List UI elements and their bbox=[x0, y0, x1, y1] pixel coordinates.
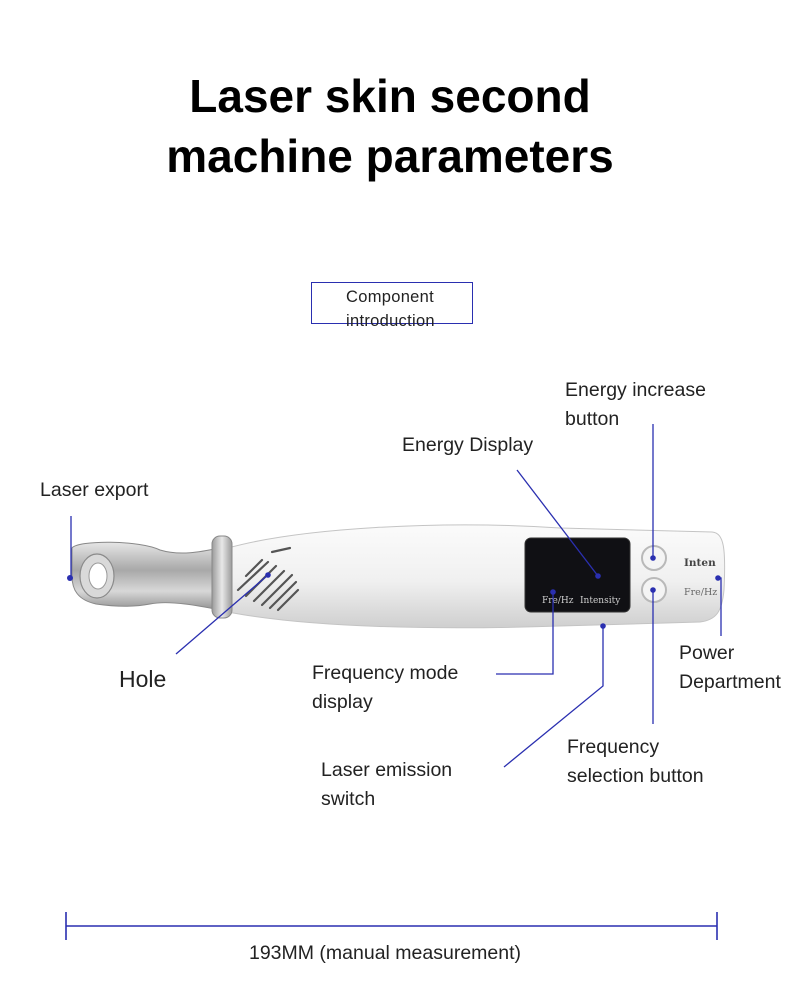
frequency-mode-line-2: display bbox=[312, 688, 458, 717]
laser-emission-line-2: switch bbox=[321, 785, 452, 814]
frequency-mode-label: Frequency mode display bbox=[312, 659, 458, 717]
frequency-selection-line-2: selection button bbox=[567, 762, 704, 791]
frequency-selection-line-1: Frequency bbox=[567, 733, 704, 762]
measurement-bar bbox=[66, 912, 717, 940]
metal-ring bbox=[212, 536, 232, 618]
measurement-label: 193MM (manual measurement) bbox=[0, 942, 770, 965]
laser-export-label: Laser export bbox=[40, 476, 148, 505]
power-line-1: Power bbox=[679, 639, 781, 668]
energy-increase-label: Energy increase button bbox=[565, 376, 706, 434]
display-intensity-label: Intensity bbox=[580, 596, 621, 606]
laser-emission-line-1: Laser emission bbox=[321, 756, 452, 785]
energy-increase-line-1: Energy increase bbox=[565, 376, 706, 405]
frequency-selection-label: Frequency selection button bbox=[567, 733, 704, 791]
energy-display-label: Energy Display bbox=[402, 431, 533, 460]
display-fre-label: Fre/Hz bbox=[542, 596, 574, 606]
nozzle-hole bbox=[89, 563, 107, 589]
power-line-2: Department bbox=[679, 668, 781, 697]
frequency-mode-line-1: Frequency mode bbox=[312, 659, 458, 688]
power-department-label: Power Department bbox=[679, 639, 781, 697]
energy-increase-line-2: button bbox=[565, 405, 706, 434]
laser-emission-label: Laser emission switch bbox=[321, 756, 452, 814]
hole-label: Hole bbox=[119, 665, 166, 694]
inten-side-label: Inten bbox=[684, 557, 716, 569]
pen-body bbox=[228, 525, 725, 628]
fre-side-label: Fre/Hz bbox=[684, 587, 717, 598]
